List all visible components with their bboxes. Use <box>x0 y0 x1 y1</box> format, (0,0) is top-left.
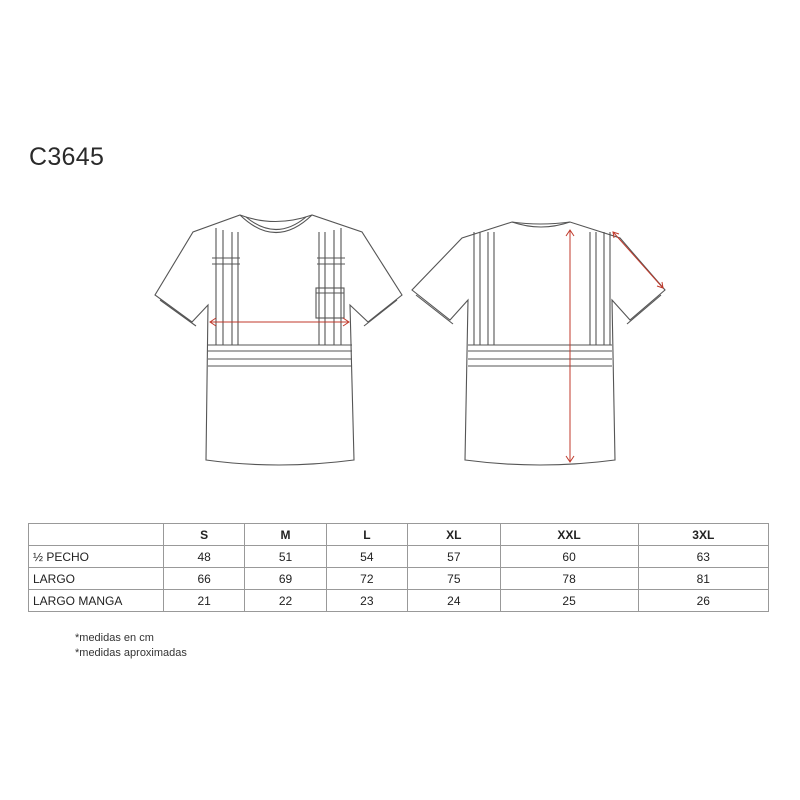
header-empty <box>28 523 164 546</box>
table-cell: 72 <box>325 567 409 590</box>
table-cell: 23 <box>325 589 409 612</box>
table-cell: 54 <box>325 545 409 568</box>
table-cell: 48 <box>162 545 246 568</box>
table-row: ½ PECHO 48 51 54 57 60 63 <box>28 545 770 568</box>
row-label: ½ PECHO <box>28 545 164 568</box>
table-cell: 26 <box>637 589 770 612</box>
table-cell: 51 <box>244 545 327 568</box>
note-approx: *medidas aproximadas <box>75 647 187 659</box>
header-s: S <box>162 523 246 546</box>
header-m: M <box>244 523 327 546</box>
notes: *medidas en cm *medidas aproximadas <box>75 631 187 661</box>
header-xl: XL <box>407 523 501 546</box>
table-cell: 60 <box>499 545 639 568</box>
table-cell: 81 <box>637 567 770 590</box>
table-cell: 57 <box>407 545 501 568</box>
measure-lines <box>209 229 664 463</box>
table-cell: 21 <box>162 589 246 612</box>
row-label: LARGO <box>28 567 164 590</box>
front-shirt <box>154 214 403 466</box>
table-cell: 22 <box>244 589 327 612</box>
table-row: LARGO MANGA 21 22 23 24 25 26 <box>28 589 770 612</box>
note-units: *medidas en cm <box>75 632 154 644</box>
table-cell: 66 <box>162 567 246 590</box>
table-cell: 63 <box>637 545 770 568</box>
table-cell: 78 <box>499 567 639 590</box>
size-table: S M L XL XXL 3XL ½ PECHO 48 51 54 57 60 … <box>28 523 770 612</box>
row-label: LARGO MANGA <box>28 589 164 612</box>
back-shirt <box>411 221 666 466</box>
size-header-row: S M L XL XXL 3XL <box>28 523 770 546</box>
header-xxl: XXL <box>499 523 639 546</box>
table-cell: 75 <box>407 567 501 590</box>
table-row: LARGO 66 69 72 75 78 81 <box>28 567 770 590</box>
header-l: L <box>325 523 409 546</box>
table-cell: 25 <box>499 589 639 612</box>
table-cell: 24 <box>407 589 501 612</box>
product-code: C3645 <box>29 143 105 171</box>
header-3xl: 3XL <box>637 523 770 546</box>
table-cell: 69 <box>244 567 327 590</box>
